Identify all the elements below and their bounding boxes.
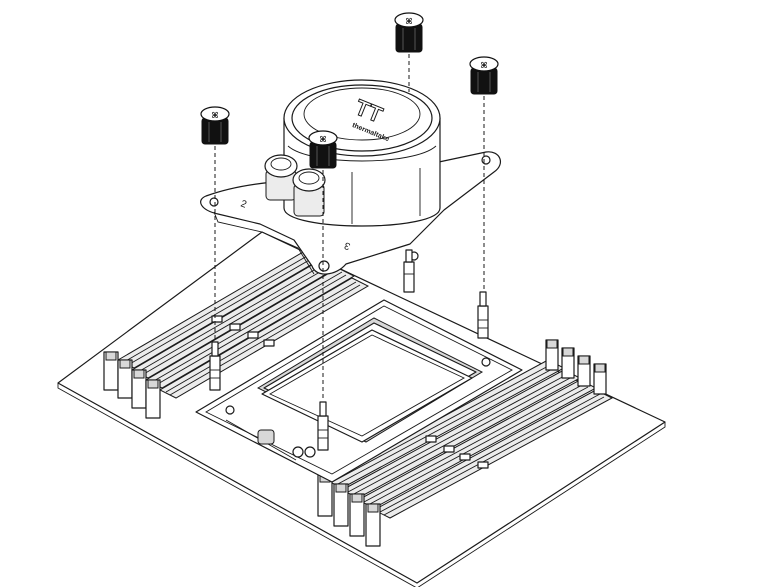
tube-fitting-left xyxy=(264,154,298,201)
cpu-processor xyxy=(261,329,473,443)
tube-fitting-right xyxy=(292,168,326,217)
thumb-nut-front: ⌘ xyxy=(308,130,338,169)
thumb-nut-right: ⌘ xyxy=(469,56,499,95)
svg-text:⌘: ⌘ xyxy=(211,111,218,120)
thumb-nut-left: ⌘ xyxy=(200,106,230,145)
svg-text:⌘: ⌘ xyxy=(480,61,487,70)
thumb-nut-top: ⌘ xyxy=(394,12,424,53)
ram-slots-right xyxy=(317,339,614,547)
standoff-front-left xyxy=(209,341,221,391)
standoff-rear-center xyxy=(403,249,415,293)
alignment-guides xyxy=(214,54,485,400)
svg-text:⌘: ⌘ xyxy=(405,17,412,26)
standoff-front-center xyxy=(317,401,329,451)
bracket-label-left: 2 xyxy=(239,198,248,210)
svg-text:⌘: ⌘ xyxy=(319,135,326,144)
standoff-rear-right xyxy=(477,291,489,339)
bracket-label-bottom: 3 xyxy=(343,239,352,251)
